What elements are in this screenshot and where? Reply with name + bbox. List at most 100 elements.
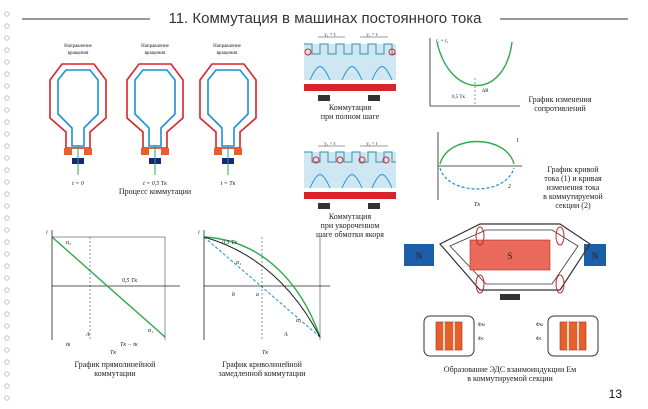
binding-hole <box>4 131 10 137</box>
linear-label-T: Tк <box>110 350 116 356</box>
binding-hole <box>4 83 10 89</box>
current-graph: 1 2 Tк График кривой тока (1) и кривая и… <box>437 132 604 210</box>
curvilinear-label-A: A <box>283 332 288 338</box>
binding-hole <box>4 155 10 161</box>
binding-hole <box>4 167 10 173</box>
binding-hole <box>4 335 10 341</box>
short-pitch-caption-1: Коммутация <box>329 212 372 221</box>
phi-label-3: Φс <box>478 337 485 342</box>
binding-hole <box>4 23 10 29</box>
direction-label-1b: вращения <box>68 51 90 56</box>
binding-hole <box>4 359 10 365</box>
resistance-caption-2: сопротивлений <box>534 104 586 113</box>
current-caption-1: График кривой <box>547 165 599 174</box>
pole-s: S <box>507 251 512 261</box>
current-caption-4: в коммутируемой <box>543 192 603 201</box>
binding-hole <box>4 383 10 389</box>
binding-hole <box>4 287 10 293</box>
loop-3: Направление вращения t = Tк <box>199 44 257 187</box>
curvilinear-label-half: 0,5 Tк <box>222 240 237 246</box>
resistance-graph: r₁ + r₂ 0,5 Tк ΔR График изменения сопро… <box>429 38 592 113</box>
binding-hole <box>4 215 10 221</box>
binding-hole <box>4 59 10 65</box>
binding-hole <box>4 107 10 113</box>
curvilinear-label-T: Tк <box>262 350 268 356</box>
phi-label-4: Φс <box>536 337 543 342</box>
binding-hole <box>4 203 10 209</box>
pitch-label-2: y₁ = τ <box>366 33 378 38</box>
moment-1: t = 0 <box>72 181 84 187</box>
full-pitch-caption-1: Коммутация <box>329 103 372 112</box>
phi-label-1: Φм <box>478 323 486 328</box>
binding-hole <box>4 371 10 377</box>
emf-caption-2: в коммутируемой секции <box>467 374 553 383</box>
binding-hole <box>4 35 10 41</box>
curvilinear-caption-2: замедленной коммутации <box>218 369 306 378</box>
linear-label-half: 0,5 Tк <box>122 278 137 284</box>
curvilinear-label-a: a <box>256 292 259 298</box>
binding-hole <box>4 143 10 149</box>
binding-hole <box>4 179 10 185</box>
short-pitch-caption-2: при укороченном <box>321 221 380 230</box>
curvilinear-label-b: b <box>232 292 235 298</box>
linear-label-A: A <box>85 332 90 338</box>
direction-label-1: Направление <box>64 44 93 49</box>
direction-label-2b: вращения <box>145 51 167 56</box>
moment-2: t = 0,5 Tк <box>143 181 167 187</box>
binding-hole <box>4 263 10 269</box>
direction-label-2: Направление <box>141 44 170 49</box>
binding-hole <box>4 227 10 233</box>
binding-hole <box>4 275 10 281</box>
short-pitch-caption-3: шаге обмотки якоря <box>316 230 384 239</box>
binding-hole <box>4 119 10 125</box>
linear-commutation-graph: i α₂ α₁ 0,5 Tк Tк tк Tк − tк A График пр… <box>46 230 180 378</box>
pitch-label-1: y₁ = τ <box>324 33 336 38</box>
phi-label-2: Φм <box>536 323 544 328</box>
loop-2: Направление вращения t = 0,5 Tк <box>126 44 184 187</box>
linear-label-diff: Tк − tк <box>120 342 138 348</box>
resistance-x-label: 0,5 Tк <box>452 95 465 100</box>
binding-hole <box>4 311 10 317</box>
emf-diagram: N N S Φм Φм Φс Φс Образование ЭДС взаимо… <box>404 223 606 383</box>
curvilinear-caption-1: График криволинейной <box>222 360 302 369</box>
linear-label-a2: α₂ <box>66 240 71 246</box>
binding-hole <box>4 47 10 53</box>
current-caption-2: тока (1) и кривая <box>544 174 602 183</box>
page-number: 13 <box>609 387 623 401</box>
linear-label-tk: tк <box>66 342 71 348</box>
pitch-label-4: y₁ < τ <box>366 142 378 147</box>
curvilinear-label-a1: α₁ <box>236 260 241 266</box>
curvilinear-commutation-graph: i 0,5 Tк Tк a b α₁ α₂ A График криволине… <box>198 230 330 378</box>
current-period: Tк <box>474 202 480 208</box>
process-caption: Процесс коммутации <box>119 187 192 196</box>
linear-caption-1: График прямолинейной <box>75 360 157 369</box>
full-pitch-caption-2: при полном шаге <box>321 112 380 121</box>
full-pitch-diagram: y₁ = τ y₁ = τ Коммутация при полном шаге <box>304 33 396 121</box>
current-caption-5: секции (2) <box>555 201 591 210</box>
linear-caption-2: коммутации <box>94 369 136 378</box>
curve-2-label: 2 <box>508 184 511 190</box>
binding-hole <box>4 251 10 257</box>
binding-hole <box>4 323 10 329</box>
binding-hole <box>4 95 10 101</box>
binding-hole <box>4 71 10 77</box>
linear-label-i: i <box>46 230 48 236</box>
pole-n-right: N <box>592 251 599 261</box>
commutation-process-diagram: Направление вращения t = 0 Направление в… <box>49 44 257 196</box>
curvilinear-label-i: i <box>198 230 200 236</box>
pole-n-left: N <box>416 251 423 261</box>
binding-hole <box>4 239 10 245</box>
binding-hole <box>4 299 10 305</box>
short-pitch-diagram: y₁ < τ y₁ < τ Коммутация при укороченном… <box>304 142 396 239</box>
resistance-delta: ΔR <box>482 89 489 94</box>
pitch-label-3: y₁ < τ <box>324 142 336 147</box>
moment-3: t = Tк <box>221 181 236 187</box>
emf-caption-1: Образование ЭДС взаимоиндукции Eм <box>444 365 576 374</box>
loop-1: Направление вращения t = 0 <box>49 44 107 187</box>
direction-label-3: Направление <box>213 44 242 49</box>
direction-label-3b: вращения <box>217 51 239 56</box>
resistance-caption-1: График изменения <box>528 95 591 104</box>
current-caption-3: изменения тока <box>547 183 600 192</box>
